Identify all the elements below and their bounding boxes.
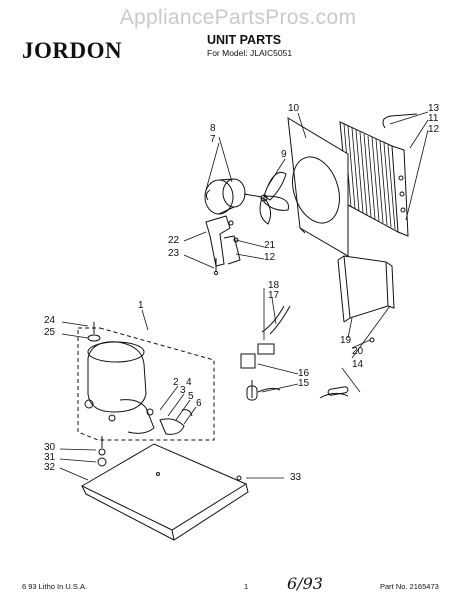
callout-3: 3 [180,385,186,396]
callout-25: 25 [44,327,56,338]
callout-11: 11 [428,113,439,124]
callout-12-bracket: 12 [264,252,276,263]
footer-page-number: 1 [244,582,249,591]
callout-17: 17 [268,290,280,301]
callout-14: 14 [352,359,364,370]
callout-6: 6 [196,398,202,409]
callout-5: 5 [188,391,194,402]
callout-24: 24 [44,315,56,326]
callout-15: 15 [298,378,310,389]
coil-clip [382,113,418,129]
compressor [77,327,215,441]
handwritten-date: 6/93 [287,574,323,593]
fan-blade [259,171,289,225]
model-number: For Model: JLAIC5051 [207,48,293,58]
callout-13: 13 [428,103,440,114]
callout-9: 9 [281,149,287,160]
callout-7: 7 [210,134,216,145]
callout-18: 18 [268,280,280,291]
callout-33: 33 [290,472,302,483]
mounting-bolt [87,322,101,342]
callout-12: 12 [428,124,440,135]
callout-22: 22 [168,235,180,246]
callout-10: 10 [288,103,300,114]
callout-31: 31 [44,452,56,463]
drier-tube [319,386,349,399]
motor-bracket [205,215,241,276]
callout-32: 32 [44,462,56,473]
relay-overload [240,305,291,401]
callout-21: 21 [264,240,276,251]
base-pan [80,443,249,541]
callout-30: 30 [44,442,56,453]
callout-4: 4 [186,377,192,388]
callout-8: 8 [210,123,216,134]
screw [236,475,242,481]
baffle-panel [337,255,395,343]
fan-shroud [287,117,349,257]
brand-logo: JORDON [22,38,123,63]
callout-19: 19 [340,335,352,346]
footer-part-number: Part No. 2165473 [380,582,439,591]
watermark: AppliancePartsPros.com [119,6,357,29]
callout-1: 1 [138,300,144,311]
callout-2: 2 [173,377,179,388]
footer-litho: 6 93 Litho In U.S.A. [22,582,88,591]
page-title: UNIT PARTS [207,33,282,47]
callout-20: 20 [352,346,364,357]
callout-23: 23 [168,248,180,259]
grommet [97,436,107,467]
callout-16: 16 [298,368,310,379]
leader-lines [59,111,429,481]
condenser-coil [339,121,409,237]
fan-motor [204,178,263,215]
